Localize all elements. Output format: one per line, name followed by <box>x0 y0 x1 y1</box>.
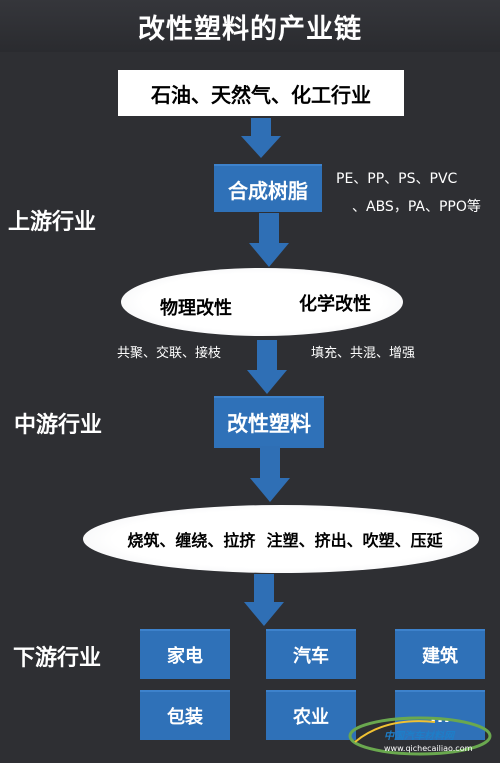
watermark-name: 中国汽车材料网 <box>384 731 454 742</box>
physical-modification-label: 物理改性 <box>160 298 232 319</box>
downstream-item-packaging: 包装 <box>140 690 230 740</box>
downstream-item-appliances: 家电 <box>140 629 230 679</box>
downstream-item-more: ... <box>395 690 485 740</box>
chemical-methods: 填充、共混、增强 <box>311 346 416 361</box>
downstream-item-agriculture: 农业 <box>266 690 356 740</box>
midstream-label: 中游行业 <box>14 413 103 438</box>
chemical-modification-label: 化学改性 <box>299 294 371 315</box>
synthetic-resin-box: 合成树脂 <box>214 164 322 212</box>
modified-plastic-box: 改性塑料 <box>214 396 324 448</box>
watermark-url: www.qichecailiao.com <box>384 744 473 753</box>
downstream-item-construction: 建筑 <box>395 629 485 679</box>
resin-types-line-1: PE、PP、PS、PVC <box>336 171 458 187</box>
upstream-label: 上游行业 <box>8 210 97 235</box>
physical-methods: 共聚、交联、接枝 <box>117 346 222 361</box>
down-arrow-icon <box>250 446 290 502</box>
watermark-logo-icon <box>348 716 492 756</box>
resin-types-line-2: 、ABS，PA、PPO等 <box>352 199 481 215</box>
down-arrow-icon <box>249 213 289 267</box>
down-arrow-icon <box>241 118 281 158</box>
processing-methods: 烧筑、缠绕、拉挤 注塑、挤出、吹塑、压延 <box>127 531 443 550</box>
source-industries-box: 石油、天然气、化工行业 <box>118 70 404 116</box>
processes-ellipse <box>83 505 479 573</box>
down-arrow-icon <box>247 340 287 394</box>
diagram-title: 改性塑料的产业链 <box>0 0 500 52</box>
downstream-label: 下游行业 <box>13 646 102 671</box>
down-arrow-icon <box>244 574 284 626</box>
modification-ellipse <box>121 268 403 336</box>
downstream-item-automotive: 汽车 <box>266 629 356 679</box>
